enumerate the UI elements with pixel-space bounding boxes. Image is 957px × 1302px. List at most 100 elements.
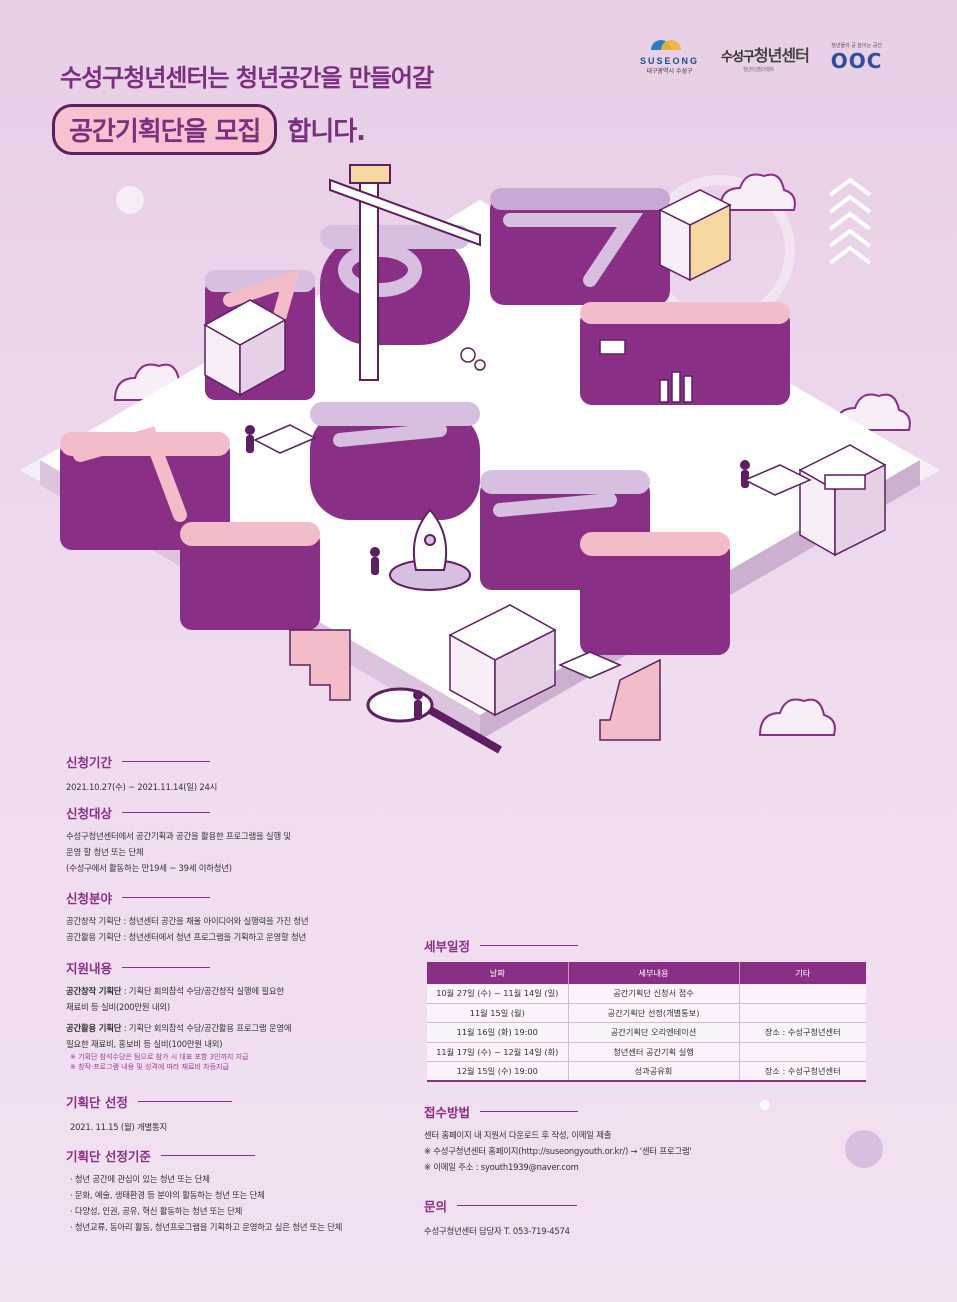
section-title: 신청대상 [66,806,113,821]
support-item1-text: : 기획단 회의참석 수당/공간창작 실행에 필요한 [121,986,284,996]
crane-icon [329,164,481,381]
person-icon [245,425,255,453]
table-cell: 장소 : 수성구청년센터 [739,1061,866,1082]
divider [122,812,211,813]
table-row: 11월 15일 (월) 공간기획단 선정(개별통보) [427,1003,866,1024]
headline-line1: 수성구청년센터는 청년공간을 만들어갈 [60,64,434,92]
target-line: 운영 할 청년 또는 단체 [66,847,144,857]
divider [137,1101,232,1102]
table-cell: 12월 15일 (수) 19:00 [427,1061,569,1082]
target-line: (수성구에서 활동하는 만19세 ~ 39세 이하청년) [66,863,232,873]
divider [480,1111,579,1112]
criteria-line: · 청년교류, 동아리 활동, 청년프로그램을 기획하고 운영하고 싶은 청년 … [70,1222,343,1232]
table-cell: 공간기획단 오리엔테이션 [568,1022,740,1043]
section-title: 신청기간 [66,755,113,770]
headline-tail: 합니다. [287,117,366,147]
chevrons-icon [828,177,872,265]
cloud-icon [758,698,836,736]
table-cell [739,1003,866,1024]
puzzle-icon [599,339,866,490]
section-selection: 기획단 선정 2021. 11.15 (월) 개별통지 [66,1092,232,1135]
table-cell: 청년센터 공간기획 실행 [568,1042,740,1063]
youth-center-tagline: 청년의 성장과 행복 [743,67,774,73]
table-cell: 11월 15일 (월) [427,1003,569,1024]
table-header: 날짜 [427,962,569,984]
person-icon [413,690,423,720]
headline-highlight: 공간기획단을 모집 [52,104,278,155]
table-cell [739,984,866,1004]
section-title: 세부일정 [424,939,471,954]
rocket-icon [389,508,471,591]
section-criteria: 기획단 선정기준 · 청년 공간에 관심이 있는 청년 또는 단체 · 문화, … [66,1146,342,1235]
divider [122,967,211,968]
support-item2-text: : 기획단 회의참석 수당/공간활용 프로그램 운영에 [121,1023,292,1033]
person-icon [740,460,750,488]
table-row: 11월 16일 (화) 19:00 공간기획단 오리엔테이션 장소 : 수성구청… [427,1022,866,1043]
contact-text: 수성구청년센터 담당자 T. 053-719-4574 [424,1226,570,1236]
support-note: ※ 창작·프로그램 내용 및 성격에 따라 재료비 차등지급 [70,1063,229,1071]
section-title: 문의 [424,1199,448,1214]
target-line: 수성구청년센터에서 공간기획과 공간을 활용한 프로그램을 실행 및 [66,831,291,841]
table-row: 11월 17일 (수) ~ 12월 14일 (화) 청년센터 공간기획 실행 [427,1042,866,1063]
section-period: 신청기간 2021.10.27(수) ~ 2021.11.14(일) 24시 [66,752,217,795]
divider [122,761,211,762]
section-title: 신청분야 [66,891,113,906]
support-item1-line2: 재료비 등 실비(200만원 내외) [66,1002,170,1012]
field-line: 공간창작 기획단 : 청년센터 공간을 채울 아이디어와 실행력을 가진 청년 [66,916,309,926]
ooc-logo-text: OOC [830,49,883,73]
suseong-mark-icon [650,40,689,54]
support-item2-line2: 필요한 재료비, 홍보비 등 실비(100만원 내외) [66,1039,223,1049]
section-field: 신청분야 공간창작 기획단 : 청년센터 공간을 채울 아이디어와 실행력을 가… [66,888,309,945]
ooc-logo: 청년들의 공 놀이는 공간 OOC [831,42,883,73]
youth-center-logo-prefix: 수성구 [721,50,755,65]
section-title: 기획단 선정기준 [66,1149,151,1164]
criteria-line: · 문화, 예술, 생태환경 등 분야의 활동하는 청년 또는 단체 [70,1190,265,1200]
table-cell: 장소 : 수성구청년센터 [739,1022,866,1043]
deco-dot [116,186,144,214]
section-schedule: 세부일정 [424,936,579,955]
support-note: ※ 기획단 참석수당은 팀으로 참가 시 대표 포함 3인까지 지급 [70,1053,249,1061]
table-cell [739,1042,866,1063]
support-item1-key: 공간창작 기획단 [66,986,122,996]
apply-line: ※ 이메일 주소 : syouth1939@naver.com [424,1162,579,1172]
table-cell: 공간기획단 신청서 접수 [568,984,740,1004]
headline-line2: 공간기획단을 모집 합니다. [52,104,366,155]
table-cell: 11월 16일 (화) 19:00 [427,1022,569,1043]
suseong-logo: SUSEONG 대구광역시 수성구 [640,40,699,75]
isometric-illustration [20,164,940,754]
section-title: 지원내용 [66,961,113,976]
section-apply: 접수방법 센터 홈페이지 내 지원서 다운로드 후 작성, 이메일 제출 ※ 수… [424,1102,692,1175]
suseong-logo-name: SUSEONG [640,56,700,66]
schedule-table: 날짜 세부내용 기타 10월 27일 (수) ~ 11월 14일 (일) 공간기… [427,962,866,1082]
table-header: 기타 [739,962,866,984]
cloud-icon [718,173,796,211]
youth-center-logo-name: 청년센터 [753,46,810,65]
table-header-row: 날짜 세부내용 기타 [427,962,866,984]
youth-center-logo: 수성구청년센터 청년의 성장과 행복 [721,42,810,73]
divider [122,897,211,898]
apply-line: 센터 홈페이지 내 지원서 다운로드 후 작성, 이메일 제출 [424,1130,612,1140]
selection-text: 2021. 11.15 (월) 개별통지 [70,1122,167,1132]
criteria-line: · 청년 공간에 관심이 있는 청년 또는 단체 [70,1174,210,1184]
period-text: 2021.10.27(수) ~ 2021.11.14(일) 24시 [66,782,218,792]
section-support: 지원내용 공간창작 기획단 : 기획단 회의참석 수당/공간창작 실행에 필요한… [66,958,292,1072]
logo-bar: SUSEONG 대구광역시 수성구 수성구청년센터 청년의 성장과 행복 청년들… [640,40,882,75]
gear-icon [460,347,486,371]
table-header: 세부내용 [568,962,740,984]
section-title: 기획단 선정 [66,1095,128,1110]
deco-circle [845,1130,883,1168]
section-contact: 문의 수성구청년센터 담당자 T. 053-719-4574 [424,1196,578,1239]
divider [480,945,579,946]
stairs-icon [289,629,661,741]
bar-chart-icon [659,371,693,403]
table-cell: 공간기획단 선정(개별통보) [568,1003,740,1024]
ooc-logo-tagline: 청년들의 공 놀이는 공간 [831,43,883,49]
person-icon [370,547,380,575]
divider [160,1155,255,1156]
section-title: 접수방법 [424,1105,471,1120]
table-cell: 11월 17일 (수) ~ 12월 14일 (화) [427,1042,569,1063]
table-row: 12월 15일 (수) 19:00 성과공유회 장소 : 수성구청년센터 [427,1061,866,1082]
support-item2-key: 공간활용 기획단 [66,1023,122,1033]
desk-icon [253,424,812,679]
suseong-logo-sub: 대구광역시 수성구 [646,68,693,75]
